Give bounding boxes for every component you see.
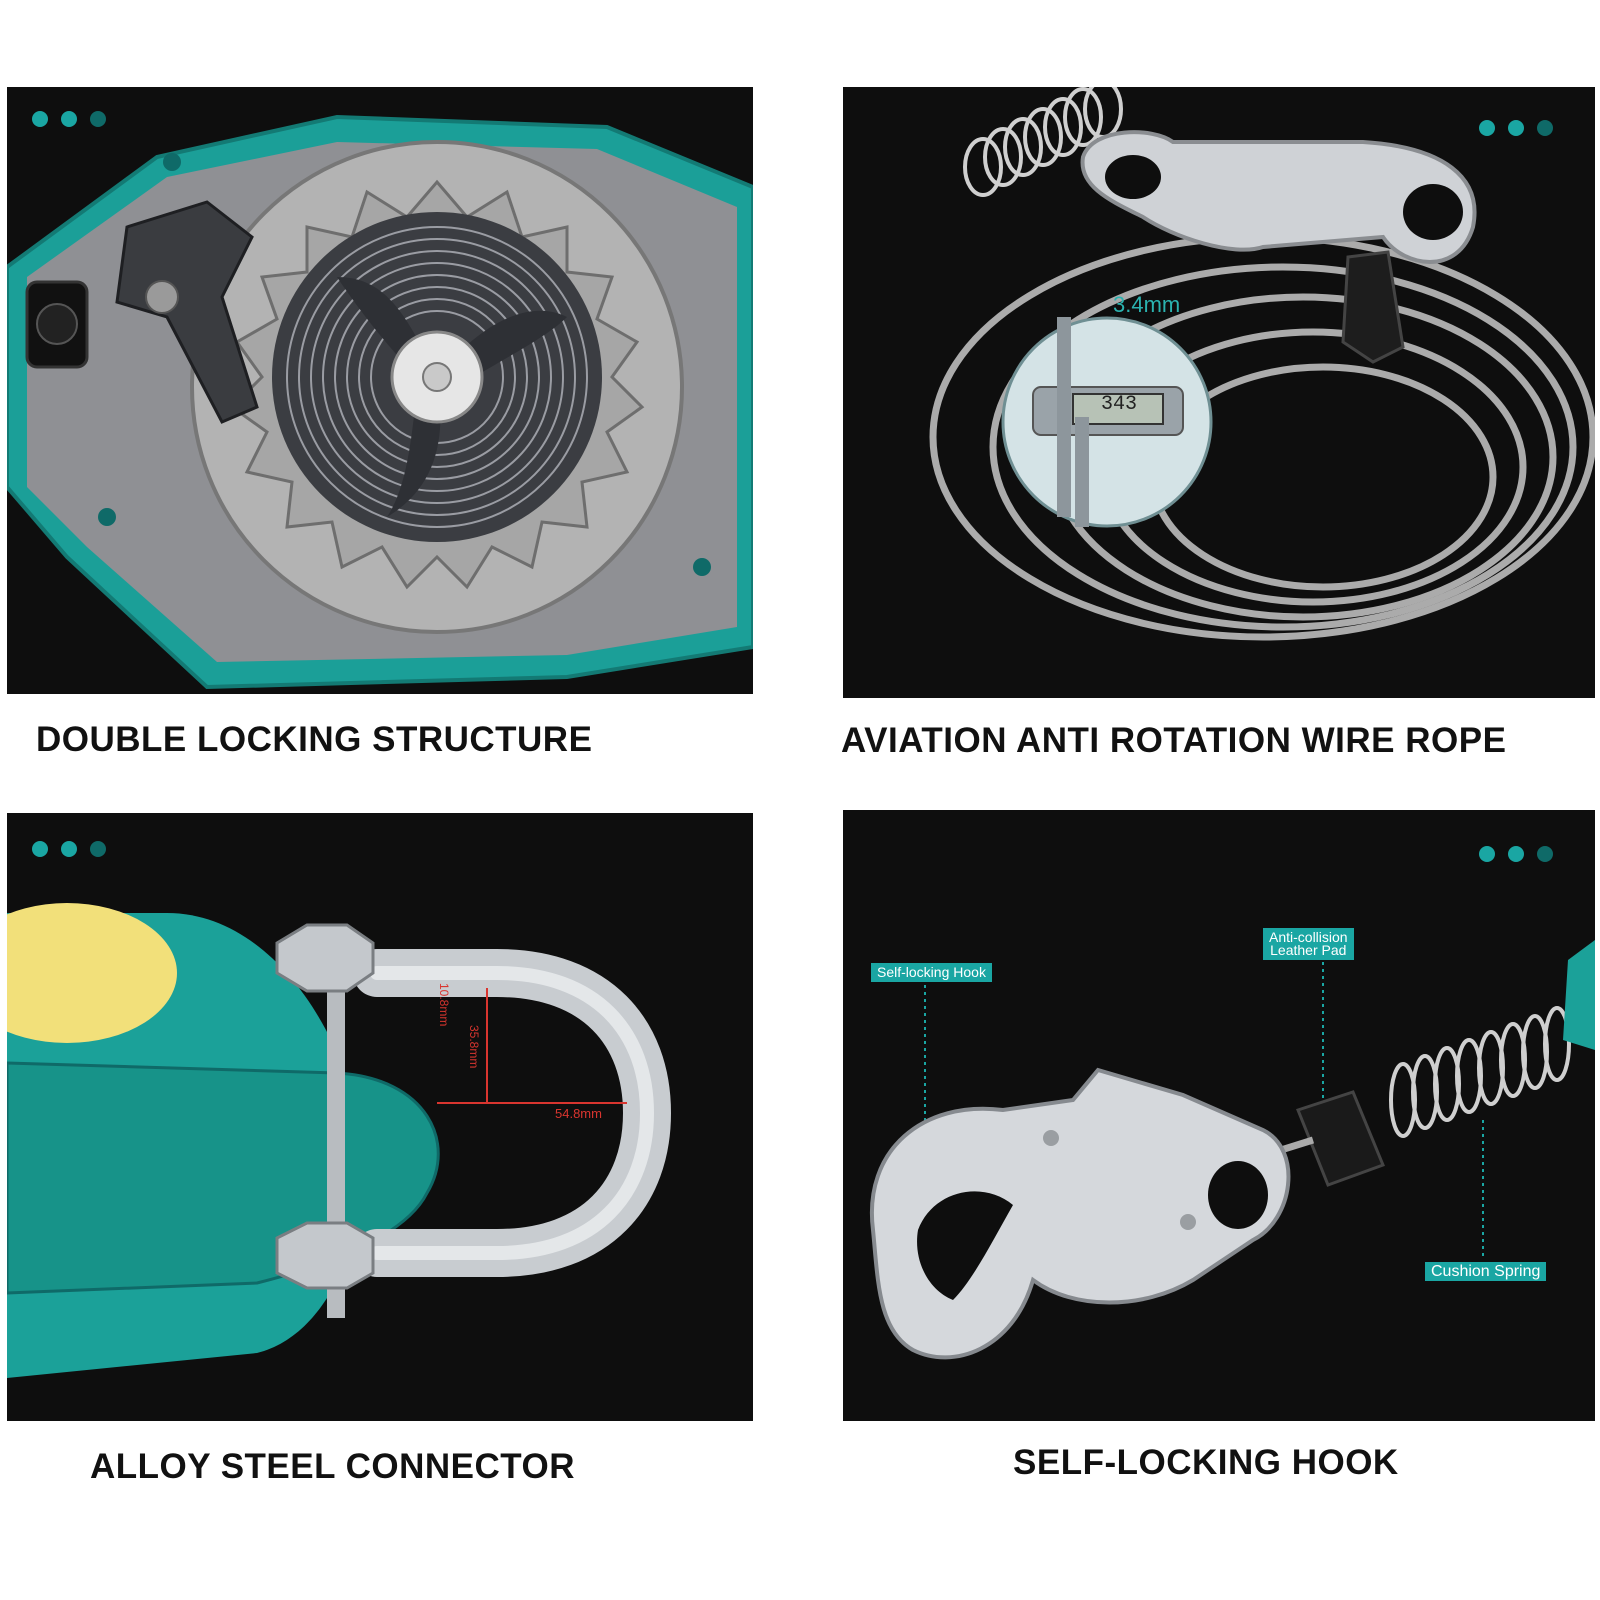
connector-illustration bbox=[7, 903, 672, 1378]
measurement-label: 3.4mm bbox=[1113, 292, 1181, 317]
caption-double-locking: DOUBLE LOCKING STRUCTURE bbox=[36, 720, 593, 759]
dot-3 bbox=[1537, 846, 1553, 862]
panel-wire-rope: 3.4mm 343 bbox=[843, 87, 1595, 698]
caption-steel-connector: ALLOY STEEL CONNECTOR bbox=[90, 1447, 575, 1486]
dot-2 bbox=[1508, 120, 1524, 136]
panel-self-locking-hook: Self-locking Hook Anti-collision Leather… bbox=[843, 810, 1595, 1421]
dot-1 bbox=[32, 841, 48, 857]
dot-2 bbox=[1508, 846, 1524, 862]
panel-dots bbox=[1479, 120, 1553, 136]
dimension-c: 54.8mm bbox=[555, 1106, 602, 1121]
panel-dots bbox=[1479, 846, 1553, 862]
panel-double-locking bbox=[7, 87, 753, 694]
dimension-a: 10.8mm bbox=[437, 983, 451, 1027]
label-anti-collision-pad: Anti-collision Leather Pad bbox=[1263, 928, 1354, 960]
dot-3 bbox=[90, 841, 106, 857]
dot-2 bbox=[61, 111, 77, 127]
panel-dots bbox=[32, 111, 106, 127]
caption-self-locking-hook: SELF-LOCKING HOOK bbox=[1013, 1443, 1399, 1482]
dot-3 bbox=[90, 111, 106, 127]
dot-1 bbox=[1479, 120, 1495, 136]
wire-rope-illustration bbox=[929, 87, 1595, 641]
label-pad-line-1: Anti-collision bbox=[1269, 929, 1348, 945]
caliper-readout: 343 bbox=[1101, 393, 1138, 416]
label-self-locking-hook: Self-locking Hook bbox=[871, 963, 992, 982]
hook-illustration bbox=[869, 940, 1595, 1360]
label-cushion-spring: Cushion Spring bbox=[1425, 1262, 1547, 1281]
label-pad-line-2: Leather Pad bbox=[1270, 942, 1347, 958]
dimension-b: 35.8mm bbox=[467, 1025, 481, 1069]
panel-steel-connector: 10.8mm 35.8mm 54.8mm bbox=[7, 813, 753, 1421]
panel-dots bbox=[32, 841, 106, 857]
caption-wire-rope: AVIATION ANTI ROTATION WIRE ROPE bbox=[841, 721, 1507, 760]
dot-1 bbox=[32, 111, 48, 127]
dot-2 bbox=[61, 841, 77, 857]
dot-1 bbox=[1479, 846, 1495, 862]
locking-mechanism-illustration bbox=[7, 114, 753, 690]
dot-3 bbox=[1537, 120, 1553, 136]
